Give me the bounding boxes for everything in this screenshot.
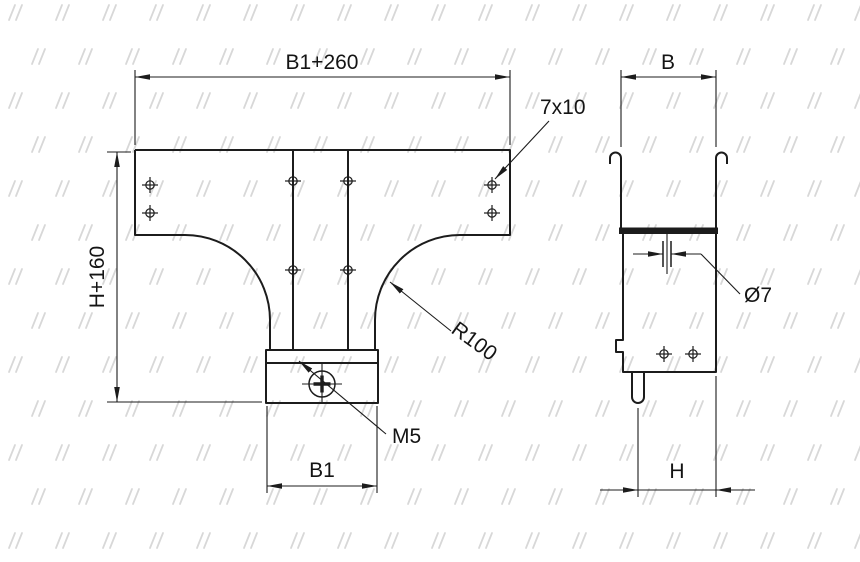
extension-lines [637,376,717,497]
extension-lines [266,406,378,493]
dim-label-b1: B1 [309,459,335,482]
tray-walls-with-hooks [609,151,728,228]
extension-lines [134,70,511,145]
callout-label-d7: Ø7 [744,284,772,307]
m5-screw-target [302,364,342,404]
dim-width-bottom: B1 [266,406,378,493]
leader-line [298,360,387,435]
bottom-clamp-outline [265,349,379,404]
dim-label-b1-260: B1+260 [286,51,359,74]
side-view-outline [609,151,728,404]
leader-line [389,281,452,332]
leader-line [494,120,550,180]
hole-slot-feature: Ø7 [633,234,772,307]
dim-height-left: H+160 [86,151,262,403]
screw-cross-icon [313,375,331,393]
lower-body-outline [615,234,717,404]
callout-label-m5: M5 [392,425,421,448]
dim-label-b: B [661,51,675,74]
tray-bottom-band [619,227,718,234]
side-view: Ø7 B H [600,51,772,497]
callout-thread: M5 [298,360,421,448]
dim-width-top: B1+260 [134,51,511,145]
callout-label-7x10: 7x10 [540,96,586,119]
leader-line [700,253,741,295]
t-body-outline [134,149,511,350]
extension-lines [620,70,717,147]
dim-width-b: B [620,51,717,147]
dim-depth-h: H [600,376,755,497]
dim-label-h: H [669,460,684,483]
callout-slot: 7x10 [494,96,586,180]
dim-label-h-160: H+160 [86,246,109,308]
target-circle [308,370,336,398]
